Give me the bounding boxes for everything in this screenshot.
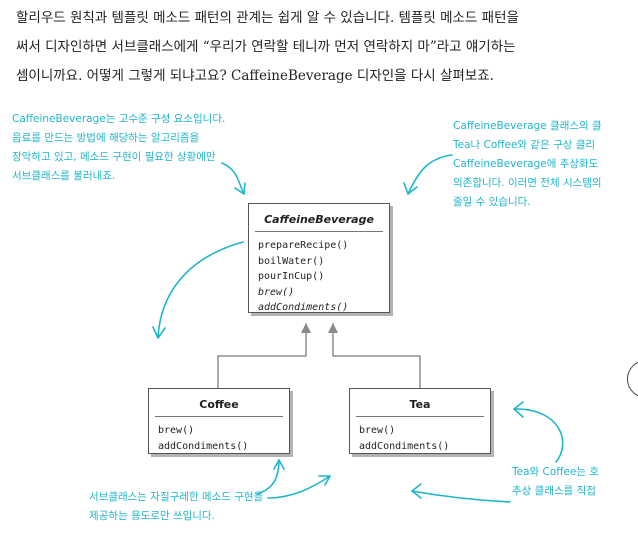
annotation-line: CaffeineBeverage에 추상화도: [453, 158, 599, 170]
inheritance-arrowhead: [301, 323, 311, 333]
arrow-to-tea-bottom: [411, 483, 511, 503]
method-add-condiments: addCondiments(): [158, 440, 249, 452]
method-brew: brew(): [359, 425, 396, 436]
annotation-line: 제공하는 용도로만 쓰입니다.: [89, 510, 215, 522]
arrow-to-coffee-from-caffeine: [152, 241, 244, 339]
method-add-condiments-abstract: addCondiments(): [258, 302, 349, 313]
inheritance-connector-coffee: [217, 323, 311, 388]
annotation-line: 서브클래스는 자질구레한 메소드 구현을: [89, 491, 264, 503]
class-box-caffeine-beverage: CaffeineBeverage prepareRecipe() boilWat…: [248, 203, 390, 313]
class-name-coffee: Coffee: [199, 398, 239, 411]
intro-line-3: 셈이니까요. 어떻게 그렇게 되냐고요? CaffeineBeverage 디자…: [16, 68, 494, 84]
annotation-line: 의존합니다. 이러면 전체 시스템의: [453, 177, 602, 189]
annotation-subclass-role: 서브클래스는 자질구레한 메소드 구현을 제공하는 용도로만 쓰입니다.: [89, 488, 263, 526]
class-divider: [255, 231, 383, 232]
intro-line-2: 써서 디자인하면 서브클래스에게 “우리가 연락할 테니까 먼저 연락하지 마”…: [16, 39, 516, 55]
method-add-condiments: addCondiments(): [359, 440, 450, 452]
method-brew-abstract: brew(): [258, 286, 295, 298]
class-name-caffeine-beverage: CaffeineBeverage: [264, 213, 374, 226]
class-divider: [155, 416, 283, 417]
class-box-coffee: Coffee brew() addCondiments(): [148, 388, 290, 454]
method-list: brew() addCondiments(): [350, 417, 490, 460]
annotation-line: CaffeineBeverage 클래스의 클: [453, 120, 602, 132]
annotation-line: 서브클래스를 불러내죠.: [12, 170, 116, 182]
annotation-high-level-component: CaffeineBeverage는 고수준 구성 요소입니다. 음료를 만드는 …: [12, 110, 225, 186]
method-brew: brew(): [158, 425, 195, 436]
annotation-line: Tea나 Coffee와 같은 구상 클리: [453, 139, 596, 151]
arrow-to-caffeine-right: [403, 154, 453, 195]
method-list: brew() addCondiments(): [149, 417, 289, 460]
intro-line-1: 할리우드 원칙과 템플릿 메소드 패턴의 관계는 쉽게 알 수 있습니다. 템플…: [16, 10, 519, 26]
inheritance-connector-tea: [328, 323, 421, 388]
annotation-line: 음료를 만드는 방법에 해당하는 알고리즘을: [12, 132, 200, 144]
arrow-to-tea-from-right: [513, 401, 564, 463]
method-list: prepareRecipe() boilWater() pourInCup() …: [249, 232, 389, 322]
intro-paragraph: 할리우드 원칙과 템플릿 메소드 패턴의 관계는 쉽게 알 수 있습니다. 템플…: [16, 4, 616, 91]
annotation-line: 추상 클래스를 직접: [512, 485, 596, 497]
class-box-tea: Tea brew() addCondiments(): [349, 388, 491, 454]
method-boil-water: boilWater(): [258, 255, 325, 267]
arrow-from-bottom-left-to-tea: [267, 475, 331, 499]
annotation-dependency: CaffeineBeverage 클래스의 클 Tea나 Coffee와 같은 …: [453, 117, 602, 212]
annotation-tea-coffee: Tea와 Coffee는 호 추상 클래스를 직접: [512, 463, 599, 501]
arrow-to-caffeine-left: [221, 162, 246, 195]
class-name-tea: Tea: [409, 398, 431, 411]
annotation-line: 장악하고 있고, 메소드 구현이 필요한 상황에만: [12, 151, 216, 163]
method-prepare-recipe: prepareRecipe(): [258, 240, 349, 251]
annotation-line: Tea와 Coffee는 호: [512, 466, 600, 478]
arrow-from-bottom-left-to-coffee: [256, 459, 285, 495]
annotation-line: CaffeineBeverage는 고수준 구성 요소입니다.: [12, 113, 226, 125]
annotation-line: 줄일 수 있습니다.: [453, 196, 531, 208]
method-pour-in-cup: pourInCup(): [258, 271, 325, 282]
inheritance-arrowhead: [328, 323, 338, 333]
class-divider: [356, 416, 484, 417]
